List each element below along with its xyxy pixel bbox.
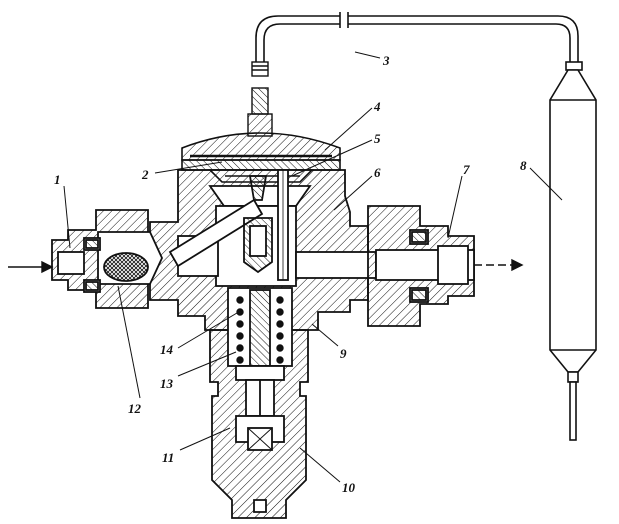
leader-lines: [63, 51, 563, 483]
label-7: 7: [463, 162, 470, 177]
part-labels: 1 2 3 4 5 6 7 8 9 10 11 12 13 14: [54, 53, 527, 495]
capillary-fitting: [247, 61, 273, 137]
label-13: 13: [160, 376, 174, 391]
outlet-arrow-icon: [511, 258, 524, 272]
spring: [236, 296, 284, 364]
flow-arrows: [8, 258, 524, 274]
label-11: 11: [162, 450, 174, 465]
label-3: 3: [382, 53, 390, 68]
label-8: 8: [520, 158, 527, 173]
outlet-fitting: [367, 205, 475, 327]
sensing-bulb: [549, 61, 597, 441]
label-10: 10: [342, 480, 356, 495]
label-14: 14: [160, 342, 174, 357]
label-12: 12: [128, 401, 142, 416]
label-1: 1: [54, 172, 61, 187]
label-2: 2: [141, 167, 149, 182]
capillary-tube: [255, 12, 579, 62]
inlet-arrow-icon: [41, 260, 54, 274]
label-4: 4: [373, 99, 381, 114]
valve-body: [149, 169, 377, 331]
label-9: 9: [340, 346, 347, 361]
label-6: 6: [374, 165, 381, 180]
label-5: 5: [374, 131, 381, 146]
lower-assembly: [209, 287, 309, 519]
inlet-fitting: [51, 209, 163, 309]
